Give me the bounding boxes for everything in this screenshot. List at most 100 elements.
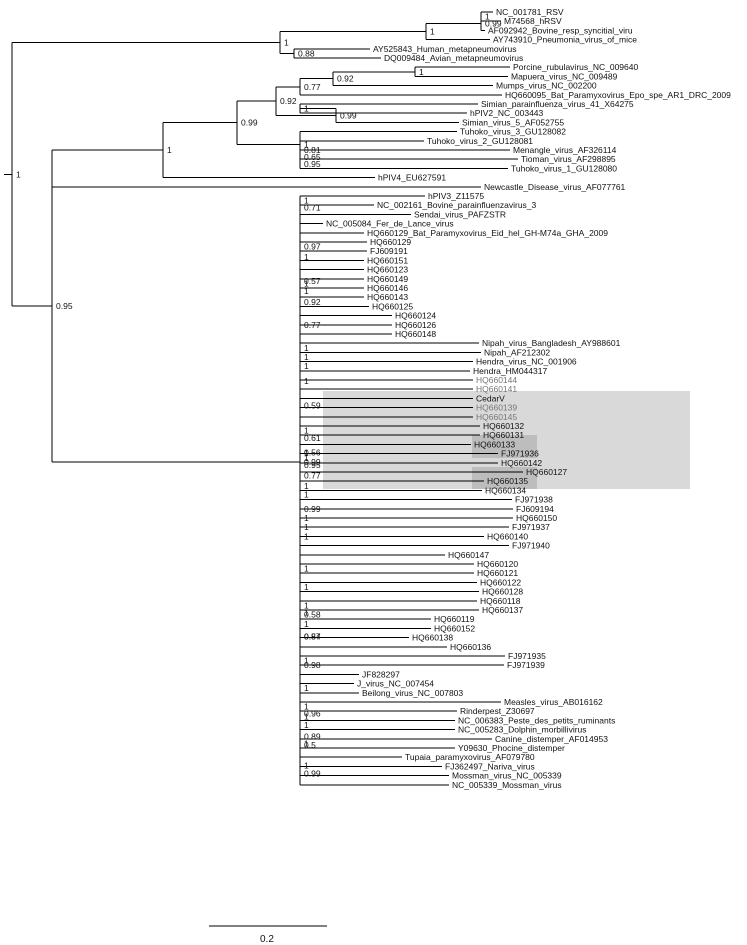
henipavirus-subclade-highlight-1 bbox=[472, 435, 537, 458]
support-value: 1 bbox=[304, 582, 309, 592]
support-value: 1 bbox=[167, 145, 172, 155]
taxon-label: HQ660145 bbox=[476, 412, 517, 422]
support-value: 0.99 bbox=[304, 457, 321, 467]
taxon-label: Canine_distemper_AF014953 bbox=[495, 734, 608, 744]
support-value: 1 bbox=[304, 702, 309, 712]
support-value: 1 bbox=[304, 278, 309, 288]
taxon-label: FJ609191 bbox=[370, 246, 408, 256]
support-value: 1 bbox=[304, 196, 309, 206]
taxon-label: Tioman_virus_AF298895 bbox=[521, 154, 616, 164]
taxon-label: Mapuera_virus_NC_009489 bbox=[511, 71, 618, 81]
support-value: 1 bbox=[304, 564, 309, 574]
taxon-label: Mossman_virus_NC_005339 bbox=[452, 771, 562, 781]
taxon-label: DQ009484_Avian_metapneumovirus bbox=[384, 53, 523, 63]
support-value: 0.92 bbox=[304, 297, 321, 307]
support-value: 0.92 bbox=[337, 74, 354, 84]
taxon-label: Hendra_HM044317 bbox=[473, 366, 547, 376]
support-value: 0.99 bbox=[241, 118, 258, 128]
support-value: 0.95 bbox=[304, 159, 321, 169]
taxon-label: NC_005339_Mossman_virus bbox=[452, 780, 562, 790]
support-value: 1 bbox=[304, 426, 309, 436]
taxon-label: Simian_parainfluenza_virus_41_X64275 bbox=[481, 99, 634, 109]
taxon-label: HQ660136 bbox=[450, 642, 491, 652]
taxon-label: FJ971936 bbox=[501, 449, 539, 459]
support-value: 0.99 bbox=[304, 504, 321, 514]
taxon-label: HQ660123 bbox=[367, 265, 408, 275]
support-value: 1 bbox=[304, 656, 309, 666]
support-value: 0.61 bbox=[304, 433, 321, 443]
taxon-label: hPIV2_NC_003443 bbox=[470, 108, 544, 118]
taxon-label: Nipah_AF212302 bbox=[484, 347, 550, 357]
support-value: 0.99 bbox=[485, 19, 502, 29]
taxon-label: HQ660148 bbox=[395, 329, 436, 339]
taxon-label: NC_005283_Dolphin_morbillivirus bbox=[458, 725, 587, 735]
taxon-label: CedarV bbox=[476, 393, 505, 403]
support-value: 1 bbox=[304, 252, 309, 262]
taxon-label: M74568_hRSV bbox=[504, 16, 562, 26]
taxon-label: J_virus_NC_007454 bbox=[357, 679, 434, 689]
taxon-label: HQ660128 bbox=[482, 587, 523, 597]
support-value: 1 bbox=[430, 27, 435, 37]
support-value: 1 bbox=[304, 343, 309, 353]
support-value: 1 bbox=[16, 169, 21, 179]
taxon-label: NC_006383_Peste_des_petits_ruminants bbox=[458, 715, 615, 725]
taxon-label: FJ362497_Nariva_virus bbox=[445, 761, 535, 771]
taxon-label: HQ660134 bbox=[485, 485, 526, 495]
taxon-label: HQ660131 bbox=[483, 430, 524, 440]
support-value: 1 bbox=[304, 712, 309, 722]
support-value: 1 bbox=[304, 522, 309, 532]
taxon-label: NC_002161_Bovine_parainfluenzavirus_3 bbox=[377, 200, 537, 210]
taxon-label: HQ660139 bbox=[476, 403, 517, 413]
support-value: 1 bbox=[304, 600, 309, 610]
taxon-label: HQ660142 bbox=[501, 458, 542, 468]
taxon-label: HQ660121 bbox=[477, 568, 518, 578]
taxon-label: NC_005084_Fer_de_Lance_virus bbox=[326, 219, 454, 229]
support-value: 0.99 bbox=[340, 111, 357, 121]
taxon-label: HQ660141 bbox=[476, 384, 517, 394]
support-value: 1 bbox=[304, 760, 309, 770]
taxon-label: HQ660127 bbox=[526, 467, 567, 477]
taxon-label: NC_001781_RSV bbox=[496, 7, 564, 17]
taxon-label: FJ971940 bbox=[512, 541, 550, 551]
taxon-label: HQ660125 bbox=[372, 301, 413, 311]
support-value: 0.65 bbox=[304, 152, 321, 162]
support-value: 0.77 bbox=[304, 320, 321, 330]
scale-bar: 0.2 bbox=[209, 925, 327, 945]
support-value: 0.5 bbox=[304, 740, 316, 750]
support-value: 0.56 bbox=[304, 448, 321, 458]
support-value: 0.77 bbox=[304, 470, 321, 480]
tree-branches bbox=[4, 11, 523, 786]
support-value: 0.77 bbox=[304, 82, 321, 92]
taxon-label: HQ660146 bbox=[367, 283, 408, 293]
support-value: 1 bbox=[304, 286, 309, 296]
taxon-label: FJ971937 bbox=[512, 522, 550, 532]
taxon-label: HQ660147 bbox=[448, 550, 489, 560]
taxon-label: HQ660137 bbox=[482, 605, 523, 615]
support-value: 0.57 bbox=[304, 631, 321, 641]
taxon-label: Tuhoko_virus_2_GU128081 bbox=[427, 136, 533, 146]
taxon-label: AY525843_Human_metapneumovirus bbox=[373, 44, 517, 54]
taxon-label: AY743910_Pneumonia_virus_of_mice bbox=[493, 35, 637, 45]
taxon-label: Tuhoko_virus_1_GU128080 bbox=[511, 163, 617, 173]
taxon-label: Sendai_virus_PAFZSTR bbox=[414, 209, 506, 219]
support-value: 0.88 bbox=[298, 48, 315, 58]
taxon-label: HQ660140 bbox=[487, 531, 528, 541]
taxon-label: HQ660138 bbox=[412, 633, 453, 643]
support-value: 1 bbox=[304, 361, 309, 371]
taxon-label: HQ660126 bbox=[395, 320, 436, 330]
support-value: 1 bbox=[304, 619, 309, 629]
support-value: 1 bbox=[304, 139, 309, 149]
taxon-label: Newcastle_Disease_virus_AF077761 bbox=[484, 182, 626, 192]
taxon-label: hPIV3_Z11575 bbox=[428, 191, 484, 201]
support-value: 1 bbox=[485, 12, 490, 22]
support-value: 0.99 bbox=[304, 768, 321, 778]
support-value: 1 bbox=[304, 720, 309, 730]
taxon-label: Hendra_virus_NC_001906 bbox=[476, 357, 577, 367]
taxon-label: Simian_virus_5_AF052755 bbox=[462, 117, 564, 127]
taxon-label: HQ660122 bbox=[480, 577, 521, 587]
taxon-label: FJ971939 bbox=[507, 660, 545, 670]
support-value: 0.98 bbox=[304, 660, 321, 670]
support-value: 0.92 bbox=[280, 96, 297, 106]
support-value: 0.84 bbox=[304, 631, 321, 641]
